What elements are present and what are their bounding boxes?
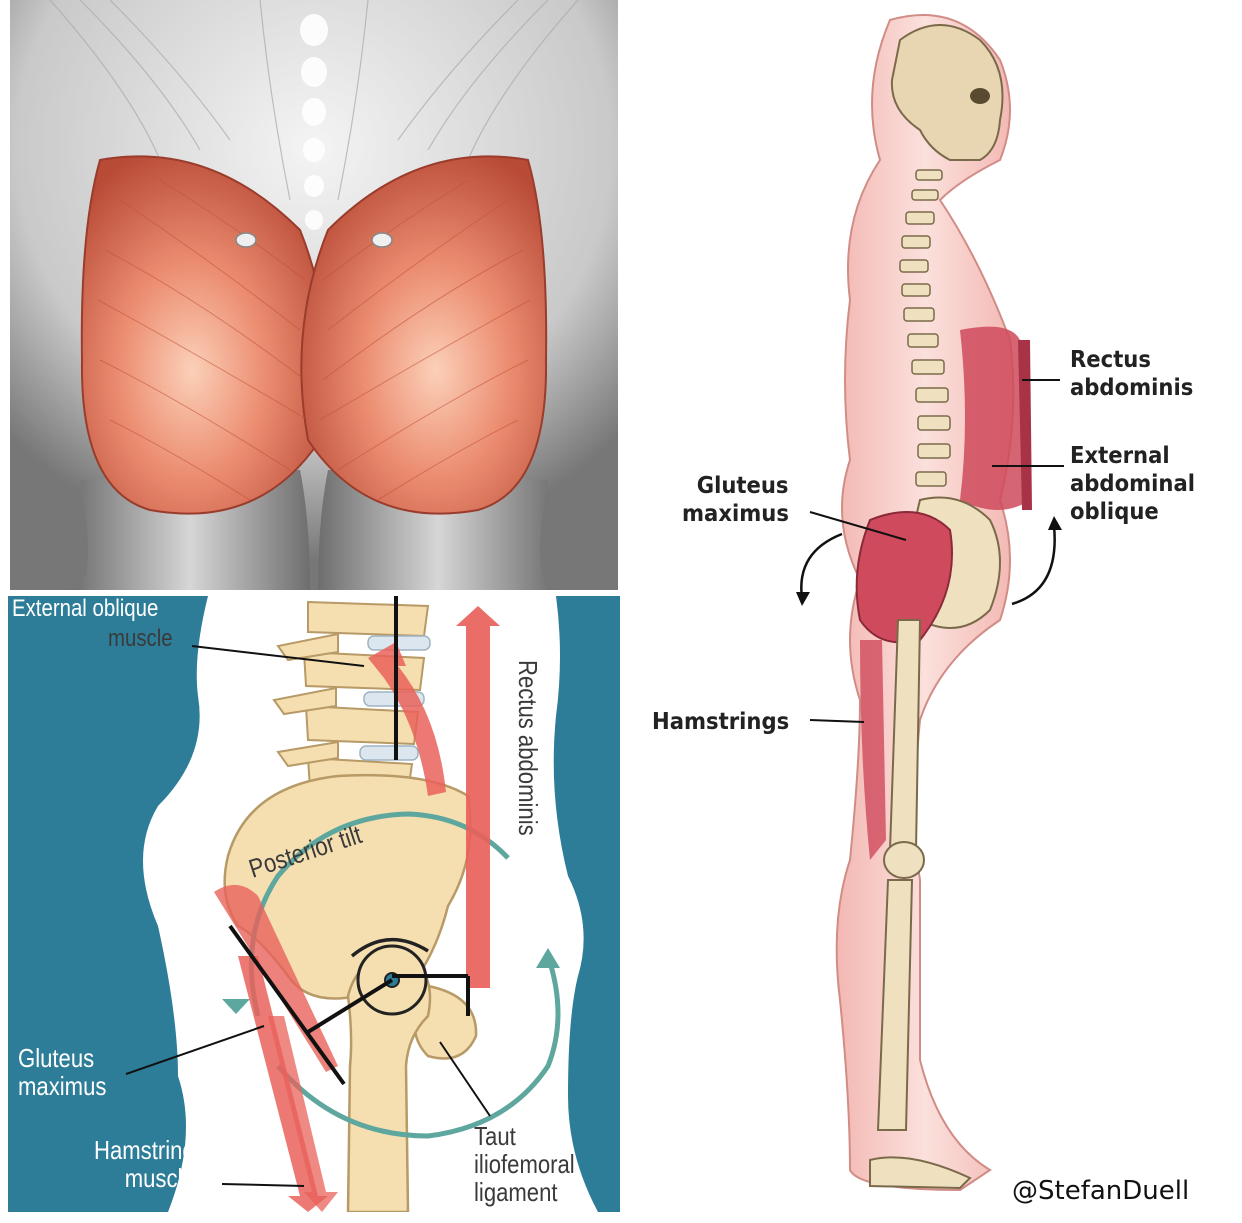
author-credit: @StefanDuell	[1012, 1176, 1190, 1206]
external-oblique-label: External oblique	[12, 596, 158, 621]
pelvis-tilt-panel: External oblique muscle Rectus abdominis…	[8, 596, 620, 1212]
side-body-panel: Rectus abdominis External abdominal obli…	[620, 0, 1242, 1223]
hamstring-muscle-label: Hamstring muscle	[94, 1136, 195, 1192]
rectus-abdominis-vertical-label: Rectus abdominis	[513, 660, 543, 836]
external-abdominal-oblique-label: External abdominal oblique	[1070, 442, 1195, 526]
taut-label-line3: ligament	[474, 1177, 558, 1207]
gluteus-maximus-label: Gluteus maximus	[18, 1044, 106, 1100]
hamstring-label-line2: muscle	[124, 1163, 195, 1193]
external-label-line1: External	[1070, 443, 1170, 469]
taut-label-line1: Taut	[474, 1121, 516, 1151]
external-label-line3: oblique	[1070, 499, 1159, 525]
gluteus-side-line1: Gluteus	[696, 473, 789, 499]
external-oblique-label-line1: External oblique	[12, 596, 159, 622]
gluteus-label-line2: maximus	[18, 1071, 107, 1101]
side-body-diagram	[796, 14, 1064, 1192]
glutes-illustration	[10, 0, 618, 590]
gluteus-label-line1: Gluteus	[18, 1043, 95, 1073]
gluteus-maximus-side-label: Gluteus maximus	[682, 472, 789, 528]
gluteus-side-line2: maximus	[682, 501, 789, 527]
glutes-illustration-panel	[10, 0, 618, 590]
external-oblique-label-line2: muscle	[108, 625, 173, 652]
rectus-label-line2: abdominis	[1070, 375, 1194, 401]
hamstrings-label: Hamstrings	[652, 709, 790, 735]
rectus-abdominis-label: Rectus abdominis	[1070, 346, 1193, 402]
pelvis-tilt-diagram	[125, 596, 598, 1212]
taut-label-line2: iliofemoral	[474, 1149, 575, 1179]
taut-iliofemoral-ligament-label: Taut iliofemoral ligament	[474, 1122, 575, 1206]
external-label-line2: abdominal	[1070, 471, 1196, 497]
hamstring-label-line1: Hamstring	[94, 1135, 195, 1165]
rectus-label-line1: Rectus	[1070, 347, 1151, 373]
